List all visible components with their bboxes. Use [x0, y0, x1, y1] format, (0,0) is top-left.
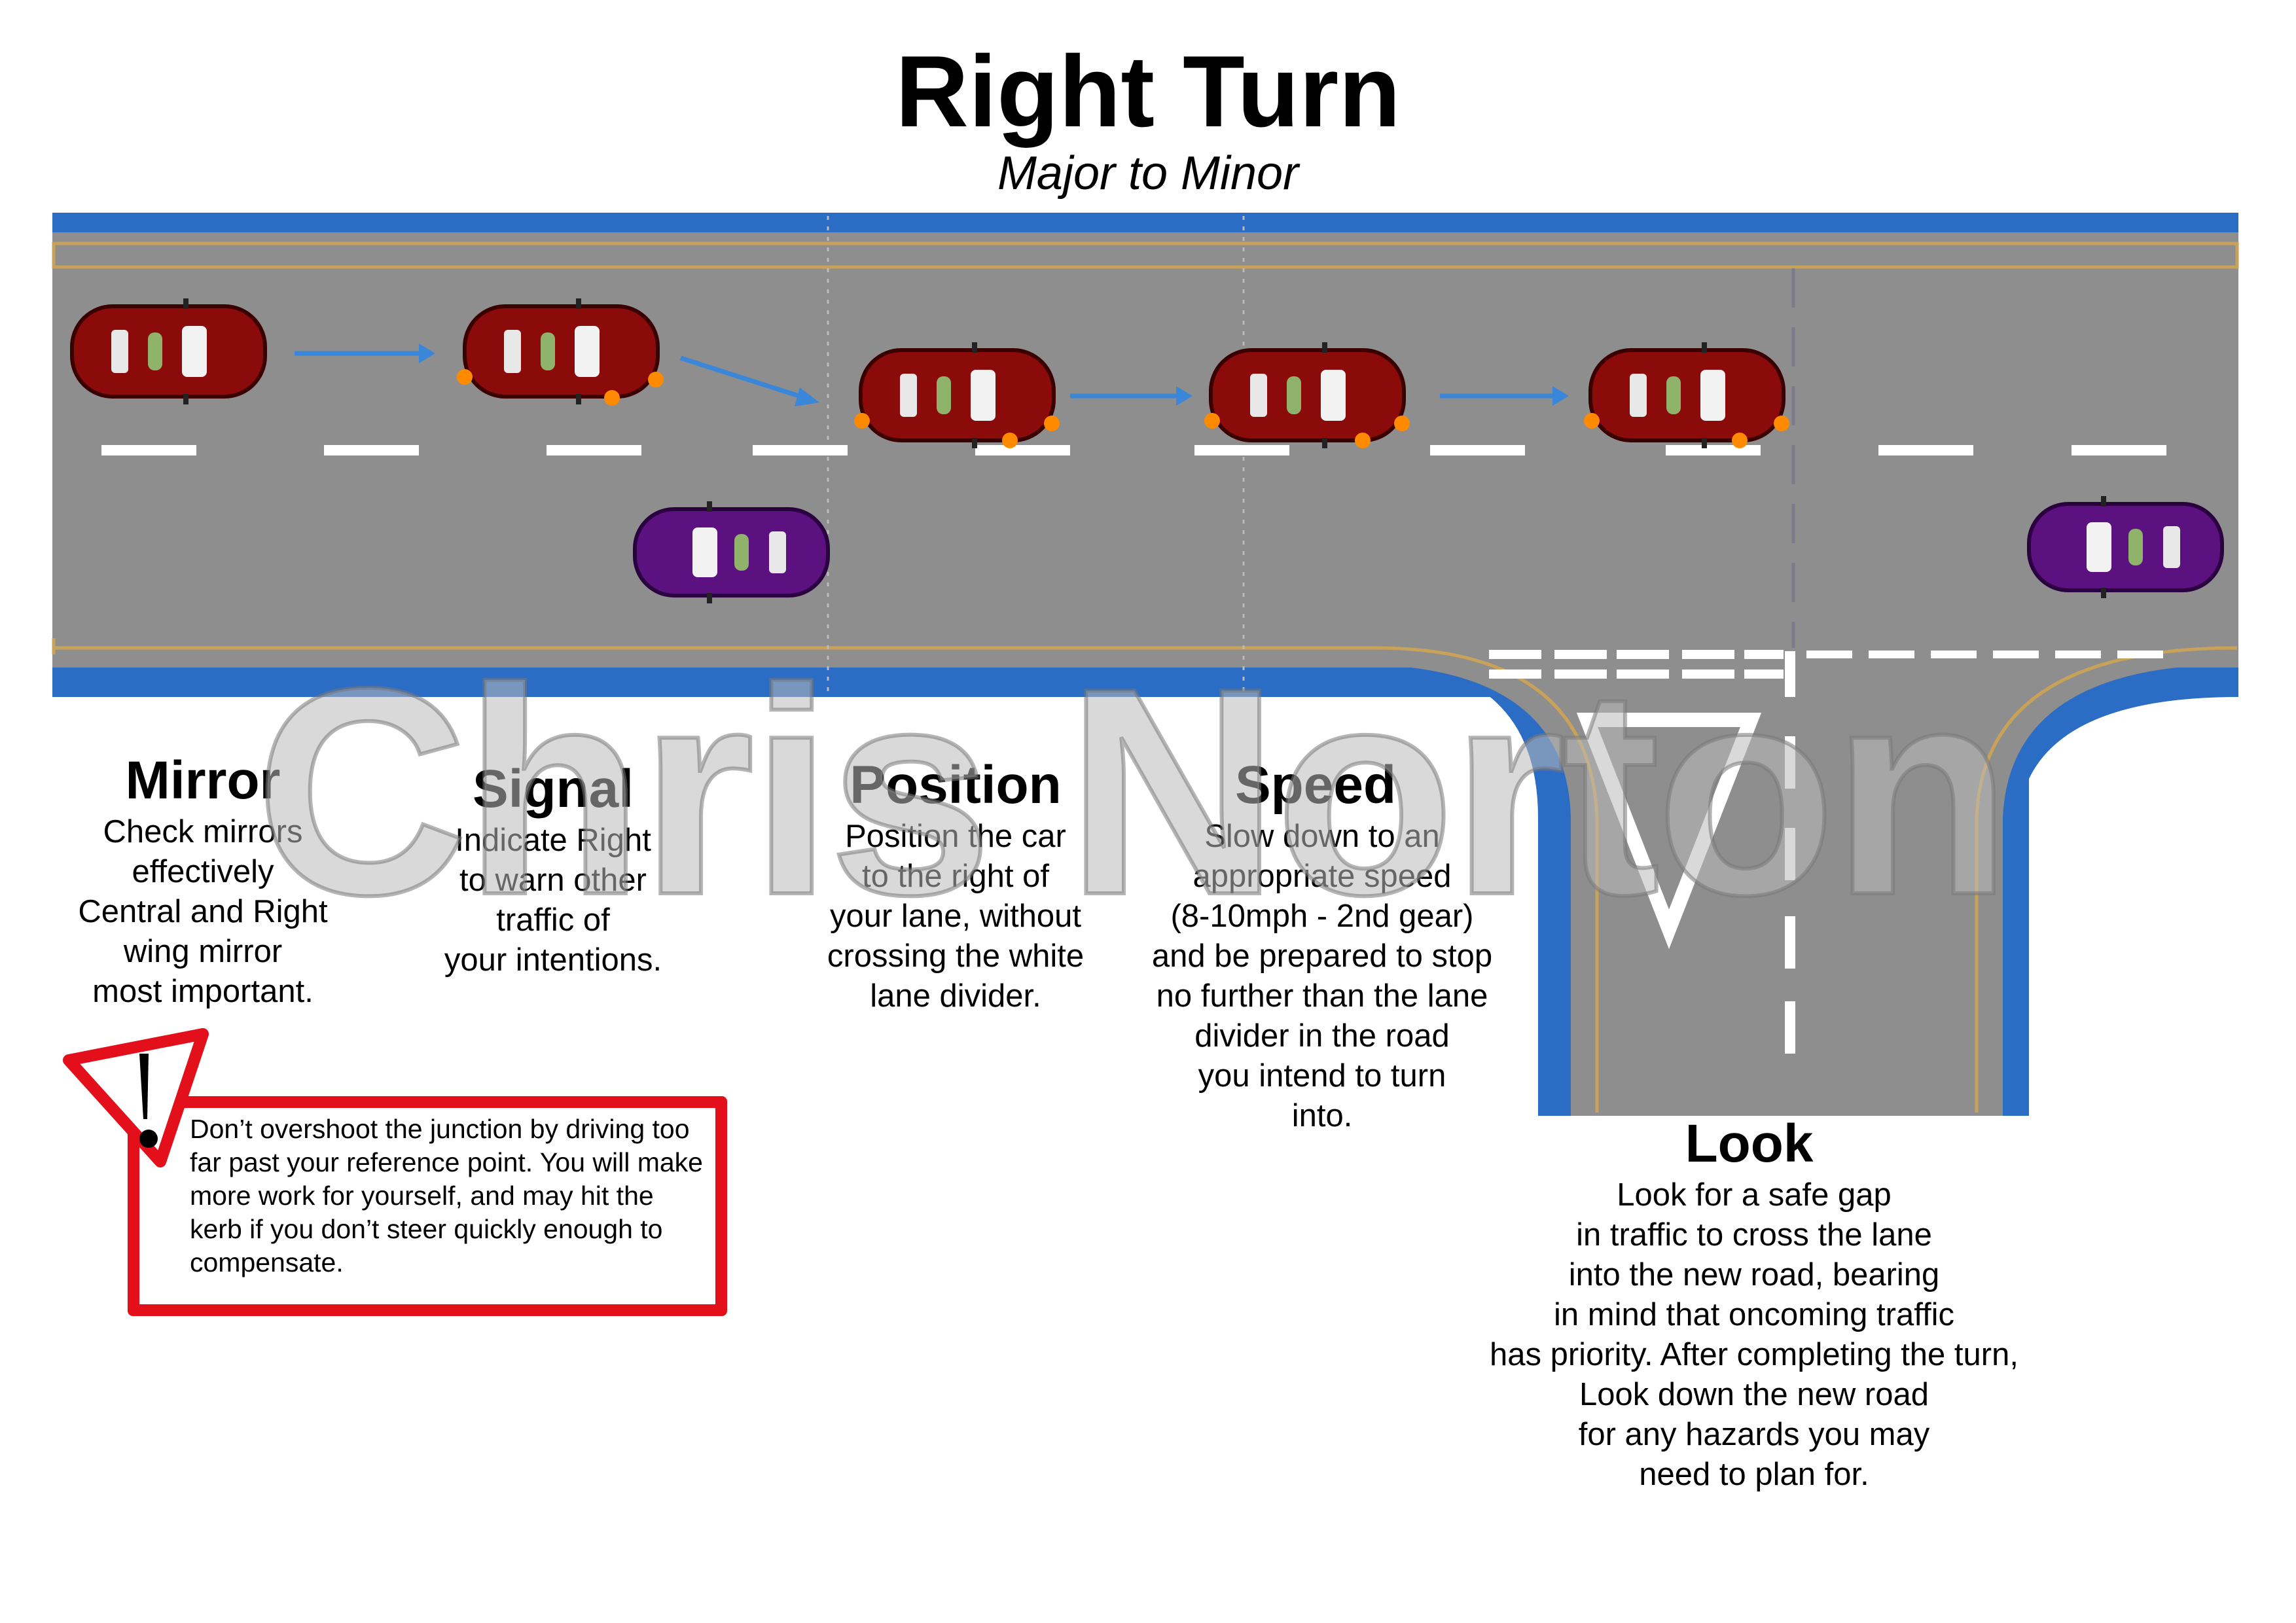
warning-box [128, 1096, 727, 1316]
minor-road-surface [1361, 664, 2238, 1116]
bottom-verge-line [54, 646, 1599, 1113]
step-heading: Look [1685, 1114, 1814, 1173]
car-position-stage [854, 342, 1060, 448]
car-speed-stage [1204, 342, 1410, 448]
junction-mouth-dashes [1806, 651, 2163, 658]
indicator-light [1774, 416, 1789, 431]
oncoming-car [2027, 496, 2224, 598]
indicator-light [604, 390, 620, 406]
exclamation-warning-icon [63, 1028, 209, 1168]
indicator-light [1584, 413, 1600, 429]
step-text: Look for a safe gap in traffic to cross … [1490, 1177, 2018, 1492]
oncoming-car [633, 501, 830, 603]
indicator-light [1002, 433, 1018, 448]
step-text: Position the car to the right of your la… [827, 819, 1085, 1014]
page-subtitle: Major to Minor [997, 147, 1299, 200]
page-title: Right Turn [895, 35, 1401, 148]
warning-text: Don’t overshoot the junction by driving … [190, 1114, 703, 1277]
indicator-light [1355, 433, 1371, 448]
car-signal-stage [457, 298, 664, 406]
car-look-stage [1584, 342, 1789, 448]
indicator-light [854, 413, 870, 429]
minor-road-right-kerb [1983, 661, 2238, 1116]
step-heading: Mirror [125, 751, 281, 810]
bottom-verge-line-right [1975, 646, 2238, 1113]
direction-arrows [295, 344, 1569, 406]
step-heading: Signal [472, 759, 634, 819]
minor-road-centre-line [1785, 651, 1795, 1054]
indicator-light [1732, 433, 1748, 448]
step-speed: Speed Slow down to an appropriate speed … [1126, 754, 1518, 1136]
indicator-light [457, 369, 473, 385]
step-signal: Signal Indicate Right to warn other traf… [393, 758, 713, 980]
car-mirror-stage [70, 298, 267, 404]
step-look: Look Look for a safe gap in traffic to c… [1460, 1113, 2049, 1495]
indicator-light [648, 372, 664, 387]
step-position: Position Position the car to the right o… [772, 754, 1139, 1016]
step-heading: Position [850, 755, 1062, 815]
give-way-triangle-marking [1576, 713, 1762, 950]
step-mirror: Mirror Check mirrors effectively Central… [39, 749, 367, 1012]
step-text: Check mirrors effectively Central and Ri… [78, 814, 328, 1009]
give-way-lines [1489, 650, 1784, 679]
indicator-light [1204, 413, 1220, 429]
indicator-light [1044, 416, 1060, 431]
step-text: Indicate Right to warn other traffic of … [444, 823, 662, 978]
step-heading: Speed [1234, 755, 1397, 815]
centre-line [101, 445, 2166, 455]
top-verge-line [52, 241, 2239, 269]
indicator-light [1394, 416, 1410, 431]
step-text: Slow down to an appropriate speed (8-10m… [1151, 819, 1493, 1133]
